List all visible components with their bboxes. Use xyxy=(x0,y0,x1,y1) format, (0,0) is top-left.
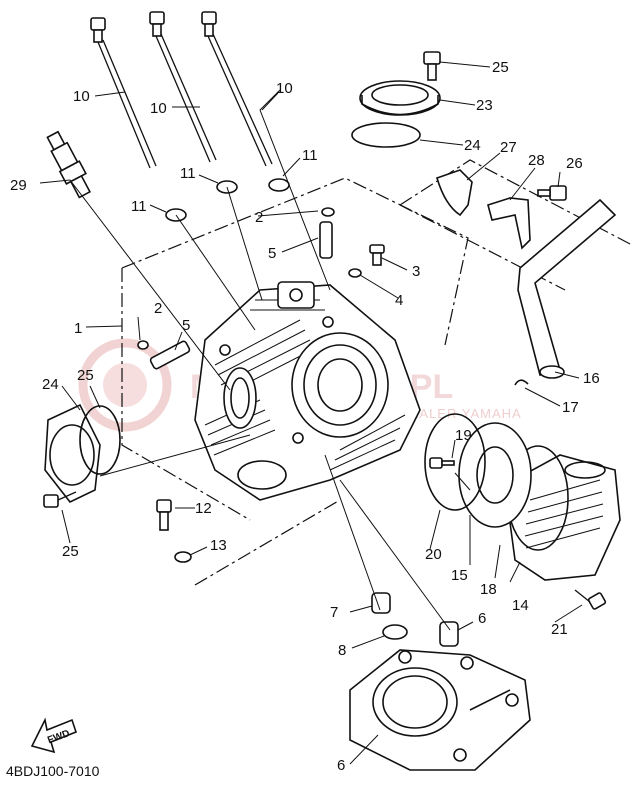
callout-6: 6 xyxy=(337,757,345,774)
callout-20: 20 xyxy=(425,546,442,563)
stud-bolt-right xyxy=(201,11,273,167)
screw-19 xyxy=(429,457,455,469)
callout-26: 27 xyxy=(500,139,517,156)
callout-28: 28 xyxy=(528,152,545,169)
drawing-code: 4BDJ100-7010 xyxy=(6,763,100,779)
timing-cover-22 xyxy=(359,80,441,116)
washer-13 xyxy=(174,551,192,563)
callout-25a: 25 xyxy=(492,59,509,76)
bolt-21 xyxy=(574,589,607,610)
dowel-8 xyxy=(371,592,391,614)
spark-plug xyxy=(46,130,91,199)
callout-5a: 5 xyxy=(268,245,276,262)
callout-25b: 25 xyxy=(62,543,79,560)
callout-16: 16 xyxy=(583,370,600,387)
washer-4 xyxy=(348,268,362,278)
cylinder-head xyxy=(194,281,421,501)
callout-15: 15 xyxy=(451,567,468,584)
fwd-arrow: FWD xyxy=(30,717,77,754)
bolt-27 xyxy=(537,185,567,201)
callout-labels: 10 10 10 11 11 11 29 2 5 2 5 1 3 4 25 23… xyxy=(10,59,600,774)
head-gasket-6 xyxy=(349,649,531,771)
callout-11b: 11 xyxy=(180,165,196,182)
bolt-25-left xyxy=(43,491,77,508)
callout-24a: 24 xyxy=(464,137,481,154)
callout-12: 12 xyxy=(195,500,212,517)
callout-18: 18 xyxy=(480,581,497,598)
washer-9 xyxy=(382,624,408,640)
callout-10a: 10 xyxy=(73,88,90,105)
breather-hose-16 xyxy=(517,198,617,376)
washer-11-right xyxy=(268,178,290,192)
callout-4: 4 xyxy=(395,292,403,309)
gasket-20 xyxy=(424,413,486,511)
callout-14: 14 xyxy=(512,597,529,614)
callout-27: 26 xyxy=(566,155,583,172)
circlip-2-lower xyxy=(137,340,149,350)
callout-3: 3 xyxy=(412,263,420,280)
bolt-12 xyxy=(156,499,172,531)
clip-17 xyxy=(514,379,529,386)
callout-17: 17 xyxy=(562,399,579,416)
dowel-7 xyxy=(439,621,459,647)
callout-10c: 10 xyxy=(276,80,293,97)
watermark-logo xyxy=(78,338,172,432)
o-ring-24-left xyxy=(79,405,121,475)
callout-19: 19 xyxy=(455,427,472,444)
bracket-28 xyxy=(487,197,531,250)
callout-11c: 11 xyxy=(302,147,318,164)
callout-9: 8 xyxy=(338,642,346,659)
side-cover-23 xyxy=(44,403,101,503)
valve-guide-5-upper xyxy=(319,221,333,259)
bracket-26 xyxy=(436,169,473,217)
callout-13: 13 xyxy=(210,537,227,554)
hose-end xyxy=(539,365,565,379)
plate-15 xyxy=(458,422,532,528)
callout-11a: 11 xyxy=(131,198,147,215)
callout-24b: 25 xyxy=(77,367,94,384)
stud-bolt-middle xyxy=(149,11,217,163)
callout-8: 7 xyxy=(330,604,338,621)
callout-10b: 10 xyxy=(150,100,167,117)
callout-23: 24 xyxy=(42,376,59,393)
callout-2b: 2 xyxy=(154,300,162,317)
circlip-2-upper xyxy=(321,207,335,217)
callout-2a: 2 xyxy=(255,209,263,226)
callout-22: 23 xyxy=(476,97,493,114)
callout-1: 1 xyxy=(74,320,82,337)
callout-21: 21 xyxy=(551,621,568,638)
cap-bolt-25-top xyxy=(423,51,441,81)
o-ring-24-top xyxy=(351,122,421,148)
callout-5b: 5 xyxy=(182,317,190,334)
lower-boundary xyxy=(194,499,341,586)
valve-guide-5-lower xyxy=(149,340,191,370)
callout-29: 29 xyxy=(10,177,27,194)
callout-7: 6 xyxy=(478,610,486,627)
bolt-3 xyxy=(369,244,385,266)
leader-lines xyxy=(39,61,583,765)
stud-bolt-left xyxy=(90,17,157,169)
